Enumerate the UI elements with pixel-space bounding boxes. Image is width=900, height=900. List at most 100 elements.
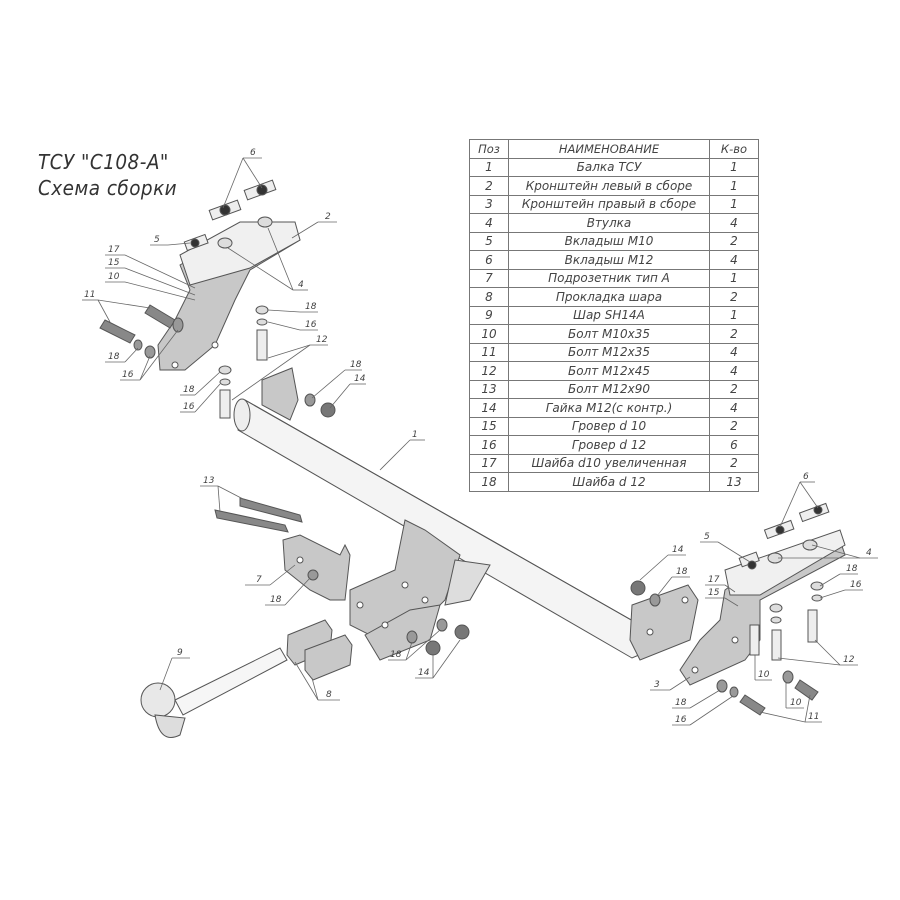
callout-label: 3 — [654, 680, 660, 690]
callout-label: 6 — [250, 148, 256, 158]
cell-pos: 7 — [469, 268, 509, 288]
callout-label: 7 — [256, 575, 262, 585]
cell-qty: 2 — [709, 287, 759, 307]
callout-label: 17 — [108, 245, 120, 255]
cell-name: Балка ТСУ — [508, 157, 710, 177]
callout-label: 5 — [704, 532, 710, 542]
cell-name: Вкладыш М12 — [508, 250, 710, 270]
callout-label: 16 — [850, 580, 862, 590]
callout-label: 18 — [108, 352, 120, 362]
header-name: НАИМЕНОВАНИЕ — [508, 139, 710, 159]
table-header-row: Поз НАИМЕНОВАНИЕ К-во — [469, 139, 759, 159]
callout-label: 17 — [708, 575, 720, 585]
cell-qty: 4 — [709, 361, 759, 381]
callout-label: 16 — [122, 370, 134, 380]
cell-qty: 2 — [709, 231, 759, 251]
cell-name: Гровер d 10 — [508, 416, 710, 436]
header-pos: Поз — [469, 139, 509, 159]
callout-label: 18 — [183, 385, 195, 395]
cell-name: Кронштейн левый в сборе — [508, 176, 710, 196]
cell-name: Болт М10х35 — [508, 324, 710, 344]
callout-label: 12 — [843, 655, 855, 665]
ball-pads — [286, 619, 353, 681]
socket-plate — [214, 497, 351, 601]
cell-name: Втулка — [508, 213, 710, 233]
cell-name: Болт М12х45 — [508, 361, 710, 381]
cell-pos: 5 — [469, 231, 509, 251]
cell-pos: 10 — [469, 324, 509, 344]
cell-name: Болт М12х35 — [508, 342, 710, 362]
callout-label: 14 — [672, 545, 684, 555]
cell-pos: 11 — [469, 342, 509, 362]
cell-qty: 1 — [709, 176, 759, 196]
cell-pos: 3 — [469, 194, 509, 214]
callout-label: 10 — [758, 670, 770, 680]
cell-qty: 4 — [709, 398, 759, 418]
cell-pos: 12 — [469, 361, 509, 381]
cell-name: Прокладка шара — [508, 287, 710, 307]
cell-pos: 6 — [469, 250, 509, 270]
callout-label: 18 — [846, 564, 858, 574]
callout-label: 14 — [418, 668, 430, 678]
cell-qty: 2 — [709, 379, 759, 399]
callout-label: 12 — [316, 335, 328, 345]
cell-pos: 1 — [469, 157, 509, 177]
cell-qty: 1 — [709, 194, 759, 214]
cell-qty: 2 — [709, 324, 759, 344]
cell-name: Гайка М12(с контр.) — [508, 398, 710, 418]
callout-label: 18 — [270, 595, 282, 605]
callout-label: 18 — [676, 567, 688, 577]
cell-pos: 18 — [469, 472, 509, 492]
cell-qty: 1 — [709, 268, 759, 288]
callout-label: 18 — [350, 360, 362, 370]
cell-name: Гровер d 12 — [508, 435, 710, 455]
callout-label: 16 — [675, 715, 687, 725]
cell-name: Вкладыш М10 — [508, 231, 710, 251]
callout-label: 11 — [84, 290, 96, 300]
cell-qty: 2 — [709, 416, 759, 436]
cell-pos: 2 — [469, 176, 509, 196]
cell-name: Подрозетник тип А — [508, 268, 710, 288]
callout-label: 18 — [390, 650, 402, 660]
cell-pos: 15 — [469, 416, 509, 436]
callout-label: 16 — [183, 402, 195, 412]
cell-qty: 1 — [709, 157, 759, 177]
callout-label: 15 — [708, 588, 720, 598]
callout-label: 1 — [412, 430, 418, 440]
tow-beam — [233, 367, 699, 661]
cell-pos: 16 — [469, 435, 509, 455]
tow-ball — [140, 647, 288, 738]
callout-label: 10 — [790, 698, 802, 708]
callout-label: 9 — [177, 648, 183, 658]
cell-name: Кронштейн правый в сборе — [508, 194, 710, 214]
callout-label: 14 — [354, 374, 366, 384]
cell-pos: 17 — [469, 453, 509, 473]
cell-pos: 4 — [469, 213, 509, 233]
callout-label: 6 — [803, 472, 809, 482]
cell-pos: 8 — [469, 287, 509, 307]
callout-label: 11 — [808, 712, 820, 722]
cell-name: Шайба d10 увеличенная — [508, 453, 710, 473]
callout-label: 2 — [325, 212, 331, 222]
callout-label: 4 — [866, 548, 872, 558]
callout-label: 18 — [305, 302, 317, 312]
callout-label: 13 — [203, 476, 215, 486]
cell-qty: 2 — [709, 453, 759, 473]
right-bracket — [630, 502, 846, 716]
callout-label: 10 — [108, 272, 120, 282]
cell-qty: 4 — [709, 213, 759, 233]
